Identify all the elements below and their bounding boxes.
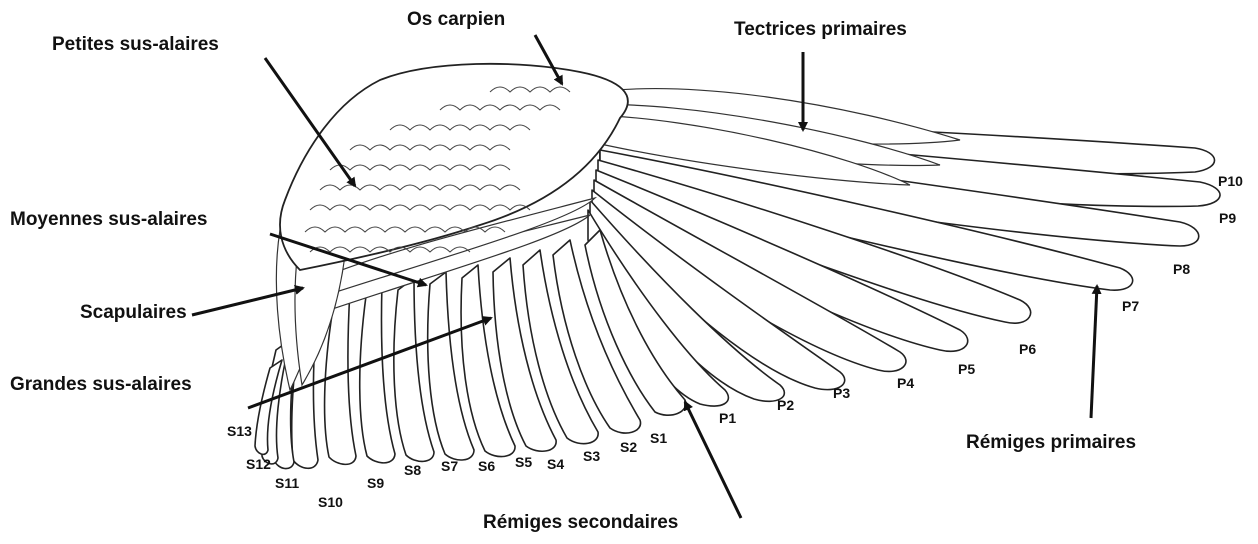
primary-label: P5 bbox=[958, 362, 975, 376]
primary-label: P1 bbox=[719, 411, 736, 425]
label-petites-sus-alaires: Petites sus-alaires bbox=[52, 35, 219, 54]
secondary-label: S9 bbox=[367, 476, 384, 490]
secondary-label: S11 bbox=[275, 476, 299, 490]
primary-label: P6 bbox=[1019, 342, 1036, 356]
label-scapulaires: Scapulaires bbox=[80, 303, 187, 322]
secondary-label: S12 bbox=[246, 457, 271, 471]
primary-label: P8 bbox=[1173, 262, 1190, 276]
label-os-carpien: Os carpien bbox=[407, 10, 505, 29]
secondary-label: S3 bbox=[583, 449, 600, 463]
label-moyennes-sus-alaires: Moyennes sus-alaires bbox=[10, 210, 207, 229]
primary-label: P7 bbox=[1122, 299, 1139, 313]
primary-label: P10 bbox=[1218, 174, 1243, 188]
secondary-label: S5 bbox=[515, 455, 532, 469]
arrow-remiges-primaires bbox=[1091, 286, 1097, 418]
feather-s8 bbox=[360, 284, 395, 463]
secondary-label: S1 bbox=[650, 431, 667, 445]
label-remiges-secondaires: Rémiges secondaires bbox=[483, 513, 678, 532]
primary-label: P3 bbox=[833, 386, 850, 400]
secondary-label: S6 bbox=[478, 459, 495, 473]
primary-label: P9 bbox=[1219, 211, 1236, 225]
secondary-label: S2 bbox=[620, 440, 637, 454]
secondary-label: S4 bbox=[547, 457, 564, 471]
label-remiges-primaires: Rémiges primaires bbox=[966, 433, 1136, 452]
label-tectrices-primaires: Tectrices primaires bbox=[734, 20, 907, 39]
secondary-label: S13 bbox=[227, 424, 252, 438]
primary-label: P4 bbox=[897, 376, 914, 390]
secondary-label: S7 bbox=[441, 459, 458, 473]
label-grandes-sus-alaires: Grandes sus-alaires bbox=[10, 375, 192, 394]
secondary-label: S8 bbox=[404, 463, 421, 477]
secondary-label: S10 bbox=[318, 495, 343, 509]
primary-label: P2 bbox=[777, 398, 794, 412]
